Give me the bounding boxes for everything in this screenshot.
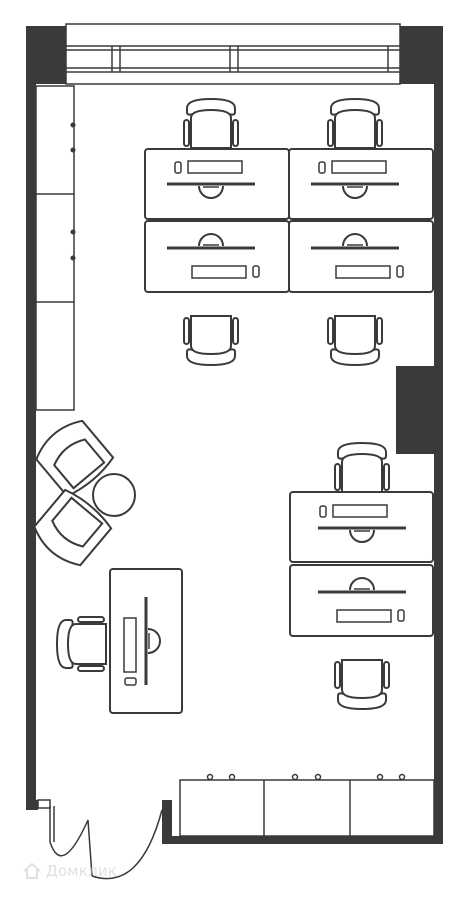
lounge-area	[33, 419, 136, 567]
pillar-top-right	[400, 26, 443, 84]
watermark-text: Домклик	[46, 862, 118, 880]
entrance-door	[37, 799, 163, 880]
desk	[144, 220, 290, 293]
house-logo-icon	[23, 862, 41, 879]
walls	[26, 26, 443, 844]
wall-right	[434, 84, 443, 844]
desk	[288, 220, 434, 293]
bottom-cabinets	[179, 773, 435, 837]
wall-bottom-left	[26, 800, 38, 810]
wall-left	[26, 84, 36, 810]
manager-workstation	[56, 568, 183, 714]
coffee-table	[92, 473, 136, 517]
window	[65, 23, 401, 85]
workstation-cluster-top	[144, 98, 434, 366]
desk	[289, 564, 434, 637]
door-jamb-right	[162, 800, 172, 844]
watermark: Домклик	[22, 862, 117, 880]
wardrobe	[35, 85, 76, 411]
pillar-top-left	[26, 26, 66, 84]
wall-bottom-right	[172, 836, 443, 844]
pillar-right	[396, 366, 434, 454]
workstation-cluster-right	[289, 442, 434, 710]
